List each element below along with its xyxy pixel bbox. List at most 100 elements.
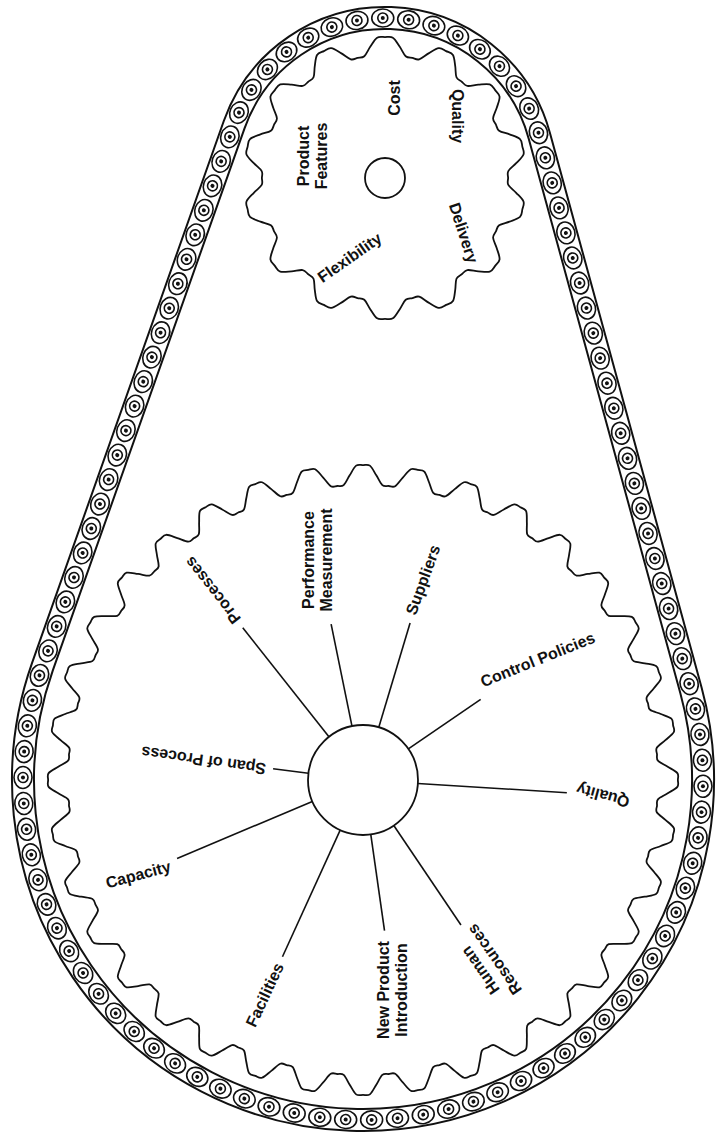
chain-link: [120, 1017, 148, 1045]
sprocket-spoke: [177, 801, 312, 858]
chain-link: [484, 1080, 511, 1105]
sprocket-outline: [235, 28, 535, 328]
sprocket-label: New Product Introduction: [375, 940, 411, 1040]
chain-link: [166, 270, 190, 297]
chain-link: [200, 172, 224, 199]
chain-link: [575, 295, 598, 321]
chain-link: [664, 621, 687, 647]
chain-link: [516, 95, 542, 123]
chain-link: [161, 1050, 189, 1077]
chain-link: [693, 749, 712, 772]
chain-link: [527, 120, 550, 146]
chain-link: [345, 10, 370, 32]
chain-link: [466, 35, 494, 63]
chain-link: [53, 589, 77, 616]
chain-link: [529, 1055, 557, 1082]
chain-link: [571, 1023, 599, 1051]
chain-link: [690, 722, 711, 746]
sprocket-spoke: [379, 623, 410, 727]
chain-link: [691, 800, 711, 824]
chain-link: [436, 1098, 462, 1121]
chain-link: [616, 445, 639, 471]
sprocket-hub: [308, 725, 418, 835]
chain-link: [192, 197, 216, 224]
chain-link: [643, 545, 666, 571]
chain-link: [561, 245, 584, 271]
chain-link: [684, 696, 706, 721]
chain-link: [14, 792, 33, 815]
chain-link: [554, 220, 577, 246]
chain-link: [652, 922, 678, 950]
chain-link: [102, 999, 130, 1027]
chain-link: [256, 1095, 282, 1118]
chain-link: [14, 740, 34, 763]
chain-link: [26, 867, 50, 893]
chain-link: [673, 875, 697, 902]
chain-link: [238, 76, 265, 104]
chain-link: [460, 1090, 487, 1114]
chain-link: [639, 944, 666, 972]
chain-link: [595, 370, 618, 396]
chain-link: [85, 980, 113, 1008]
chain-link: [624, 966, 651, 994]
sprocket-teeth: [48, 465, 679, 1096]
chain-link: [44, 914, 70, 942]
chain-link: [411, 1104, 436, 1126]
chain-link: [568, 270, 591, 296]
chain-link: [590, 1005, 618, 1033]
chain-link: [534, 145, 557, 171]
chain-link: [62, 564, 86, 591]
small-sprocket: CostQualityDeliveryFlexibilityProduct Fe…: [235, 28, 535, 328]
chain-link: [96, 466, 120, 493]
sprocket-spoke: [331, 624, 352, 726]
chain-link: [174, 246, 198, 273]
chain-link: [105, 442, 129, 469]
chain-link: [334, 1110, 357, 1129]
chain-link: [34, 891, 59, 918]
chain-link: [218, 124, 242, 151]
chain-link: [253, 55, 281, 83]
chain-link: [396, 9, 420, 30]
chain-link: [140, 344, 164, 371]
sprocket-label: Product Features: [295, 116, 331, 196]
chain-link: [551, 1040, 579, 1068]
chain-link: [681, 850, 704, 876]
chain-link: [183, 221, 207, 248]
sprocket-label: Cost: [386, 80, 404, 116]
chain-link: [502, 72, 529, 100]
chain-link: [582, 320, 605, 346]
chain-link: [687, 825, 708, 850]
chain-link: [507, 1068, 535, 1094]
chain-link: [386, 1108, 410, 1128]
chain-band: [23, 18, 703, 1120]
sprocket-spoke: [394, 826, 461, 925]
chain-link: [209, 148, 233, 175]
sprocket-hub: [365, 158, 405, 198]
chain-link: [69, 959, 96, 987]
chain-link: [589, 345, 612, 371]
chain-link: [657, 596, 680, 622]
chain-link: [308, 1107, 332, 1128]
chain-link: [45, 613, 69, 640]
chain-link: [372, 9, 394, 27]
chain-link: [650, 571, 673, 597]
sprocket-outline: [33, 450, 693, 1110]
chain-link: [636, 520, 659, 546]
chain-link: [444, 23, 472, 49]
chain-link: [547, 195, 570, 221]
chain-link: [183, 1064, 211, 1090]
chain-link: [14, 766, 32, 788]
chain-link: [122, 393, 146, 420]
chain-link: [21, 688, 44, 714]
sprocket-spoke: [282, 830, 340, 957]
chain-link: [231, 1086, 258, 1111]
sprocket-spoke: [418, 783, 567, 792]
chain-link: [28, 662, 52, 688]
chain-link: [17, 714, 38, 739]
chain-link: [79, 515, 103, 542]
chain-outline: [23, 18, 703, 1120]
chain-link: [678, 671, 701, 697]
chain-link: [319, 15, 346, 39]
sprocket-label: Quality: [448, 89, 466, 143]
chain-link: [131, 368, 155, 395]
